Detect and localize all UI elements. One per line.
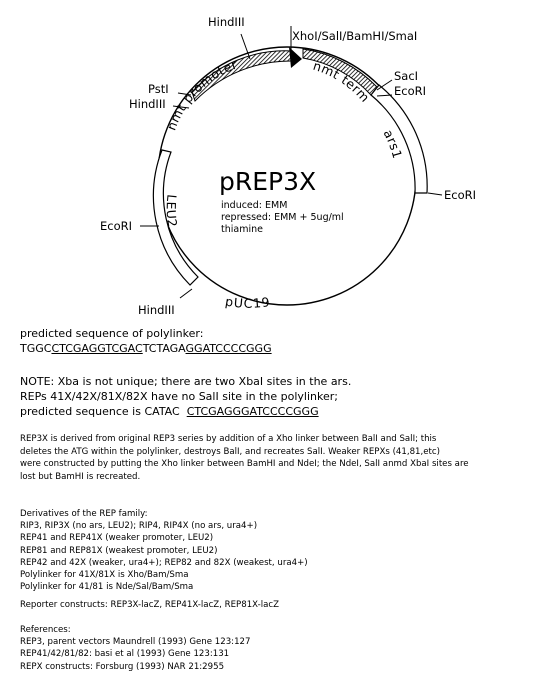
- plasmid-info-line-1: induced: EMM: [221, 200, 287, 211]
- derivative-line: RIP3, RIP3X (no ars, LEU2); RIP4, RIP4X …: [20, 521, 258, 532]
- nmt-promoter-arrowhead: [289, 47, 302, 68]
- note-section: NOTE: Xba is not unique; there are two X…: [20, 374, 351, 419]
- reference-line: REP3, parent vectors Maundrell (1993) Ge…: [20, 637, 251, 648]
- reference-line: REP41/42/81/82: basi et al (1993) Gene 1…: [20, 649, 230, 660]
- note-line-3-sequence: CTCGAGGGATCCCCGGG: [186, 405, 319, 418]
- description-line-4: lost but BamHI is recreated.: [20, 471, 141, 482]
- description-line-3: were constructed by putting the Xho link…: [20, 459, 469, 470]
- polylinker-heading: predicted sequence of polylinker:: [20, 327, 204, 340]
- description-line-2: deletes the ATG within the polylinker, d…: [20, 446, 440, 457]
- seq-part-bam-sma: GGATCCCCGGG: [185, 342, 272, 355]
- plasmid-info-line-3: thiamine: [221, 224, 263, 235]
- puc19-label: pUC19: [224, 294, 271, 311]
- references-heading: References:: [20, 625, 71, 635]
- site-tick-ecori-right: [427, 192, 443, 196]
- reference-line: REPX constructs: Forsburg (1993) NAR 21:…: [20, 661, 225, 672]
- polylinker-sequence-section: predicted sequence of polylinker: TGGCCT…: [20, 326, 272, 356]
- site-label-hindiii-bottom: HindIII: [138, 303, 175, 317]
- site-label-ecori-right-top: EcoRI: [394, 84, 426, 98]
- leu2-block: [152, 149, 199, 286]
- site-tick-saci: [376, 79, 393, 91]
- site-label-hindiii-left: HindIII: [129, 97, 166, 111]
- note-line-1: NOTE: Xba is not unique; there are two X…: [20, 375, 352, 388]
- note-line-3-text: predicted sequence is CATAC: [20, 405, 187, 418]
- note-line-2: REPs 41X/42X/81X/82X have no SalI site i…: [20, 390, 338, 403]
- reporter-constructs-line: Reporter constructs: REP3X-lacZ, REP41X-…: [20, 600, 279, 610]
- derivative-line: REP41 and REP41X (weaker promoter, LEU2): [20, 533, 214, 544]
- seq-part-xba: TCTAGA: [142, 342, 186, 355]
- site-tick-hindiii-left: [172, 105, 190, 109]
- derivatives-heading: Derivatives of the REP family:: [20, 509, 148, 519]
- derivative-line: REP81 and REP81X (weakest promoter, LEU2…: [20, 545, 218, 556]
- plasmid-name: pREP3X: [219, 167, 316, 196]
- derivative-line: REP42 and 42X (weaker, ura4+); REP82 and…: [20, 557, 308, 568]
- seq-part-xho-sal: CTCGAGGTCGAC: [51, 342, 143, 355]
- site-tick-hindiii-bottom: [179, 288, 193, 299]
- derivative-line: Polylinker for 41/81 is Nde/Sal/Bam/Sma: [20, 582, 194, 593]
- site-label-saci: SacI: [394, 69, 418, 83]
- polylinker-sequence: TGGCCTCGAGGTCGACTCTAGAGGATCCCCGGG: [20, 341, 272, 356]
- seq-part-1: TGGC: [20, 342, 52, 355]
- description-paragraph: REP3X is derived from original REP3 seri…: [20, 433, 469, 483]
- site-label-polylinker: XhoI/SalI/BamHI/SmaI: [292, 29, 417, 43]
- derivative-line: Polylinker for 41X/81X is Xho/Bam/Sma: [20, 570, 189, 581]
- plasmid-map: nmt promoter nmt term ars1 LEU2 pUC19 Hi…: [100, 15, 476, 317]
- site-tick-ecori-right-top: [376, 94, 393, 97]
- leu2-label: LEU2: [164, 194, 181, 229]
- note-line-3: predicted sequence is CATAC CTCGAGGGATCC…: [20, 404, 351, 419]
- plasmid-info-line-2: repressed: EMM + 5ug/ml: [221, 212, 344, 223]
- site-label-hindiii-top: HindIII: [208, 15, 245, 29]
- site-label-ecori-right: EcoRI: [444, 188, 476, 202]
- site-label-psti: PstI: [148, 82, 169, 96]
- site-tick-hindiii-top: [240, 33, 251, 60]
- site-label-ecori-left: EcoRI: [100, 219, 132, 233]
- description-line-1: REP3X is derived from original REP3 seri…: [20, 434, 437, 444]
- references-section: References: REP3, parent vectors Maundre…: [20, 624, 250, 673]
- reporter-constructs: Reporter constructs: REP3X-lacZ, REP41X-…: [20, 599, 279, 611]
- derivatives-section: Derivatives of the REP family: RIP3, RIP…: [20, 508, 308, 593]
- ars1-block: [370, 84, 428, 194]
- site-tick-psti: [177, 92, 192, 96]
